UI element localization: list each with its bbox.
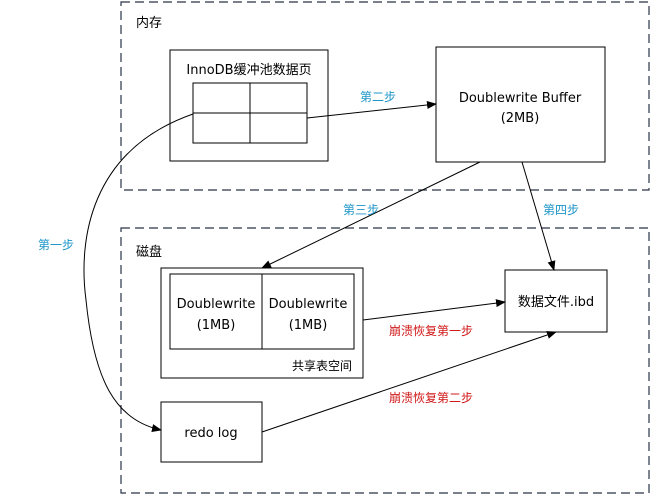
doublewrite-buffer-label: Doublewrite Buffer	[459, 91, 582, 106]
disk-region: 磁盘	[120, 227, 650, 494]
shared-tablespace-box: Doublewrite (1MB) Doublewrite (1MB) 共享表空…	[160, 267, 364, 379]
doublewrite-segment-1	[169, 273, 263, 350]
data-page-grid	[192, 82, 308, 144]
dw1-label: Doublewrite	[177, 297, 256, 312]
arrow-step4	[521, 161, 556, 271]
step4-label: 第四步	[543, 203, 579, 217]
doublewrite-segment-2	[261, 273, 355, 350]
arrow-step3	[261, 161, 481, 269]
arrow-step2	[306, 100, 437, 119]
dw1-size: (1MB)	[197, 318, 236, 333]
crash-step1-label: 崩溃恢复第一步	[389, 324, 473, 338]
dw2-size: (1MB)	[289, 318, 328, 333]
redo-log-label: redo log	[184, 426, 237, 441]
disk-region-label: 磁盘	[136, 244, 162, 260]
arrow-step1	[83, 113, 194, 432]
buffer-pool-box: InnoDB缓冲池数据页	[169, 49, 329, 162]
buffer-pool-title: InnoDB缓冲池数据页	[186, 63, 311, 78]
arrow-crash-step2	[261, 331, 557, 433]
step2-label: 第二步	[360, 90, 396, 104]
data-file-label: 数据文件.ibd	[518, 295, 594, 310]
redo-log-box: redo log	[160, 401, 263, 463]
memory-region-label: 内存	[136, 15, 162, 31]
dw2-label: Doublewrite	[269, 297, 348, 312]
doublewrite-buffer-size: (2MB)	[501, 111, 540, 126]
step3-label: 第三步	[343, 203, 379, 217]
arrow-crash-step1	[362, 299, 506, 321]
doublewrite-buffer-box: Doublewrite Buffer (2MB)	[435, 46, 606, 163]
step1-label: 第一步	[38, 238, 74, 252]
shared-tablespace-label: 共享表空间	[292, 358, 352, 373]
crash-step2-label: 崩溃恢复第二步	[389, 391, 473, 405]
data-file-box: 数据文件.ibd	[504, 269, 608, 333]
memory-region: 内存	[120, 1, 650, 191]
